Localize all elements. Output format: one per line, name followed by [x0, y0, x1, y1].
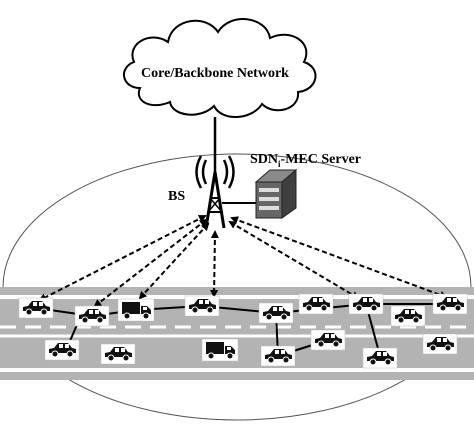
bs-vehicle-links: [38, 215, 448, 308]
car-icon: [390, 305, 426, 327]
car-icon: [310, 329, 346, 351]
car-icon: [362, 347, 398, 369]
car-icon: [258, 302, 294, 324]
bs-label: BS: [168, 189, 185, 204]
truck-icon: [117, 298, 155, 322]
link-bs-truck-1: [138, 222, 210, 300]
car-icon: [422, 333, 458, 355]
link-bs-car-3: [210, 230, 219, 298]
car-icon: [184, 295, 220, 317]
cloud-icon: [123, 18, 317, 119]
car-icon: [100, 343, 136, 365]
server-label: SDNi-MEC Server: [250, 152, 361, 169]
car-icon: [348, 293, 384, 315]
car-icon: [260, 345, 296, 367]
link-bs-car-7: [230, 216, 448, 299]
road: [0, 287, 474, 380]
car-icon: [74, 305, 110, 327]
vehicles: [18, 293, 468, 369]
truck-icon: [201, 338, 239, 362]
server-icon: [254, 168, 298, 219]
car-icon: [18, 297, 54, 319]
car-icon: [44, 339, 80, 361]
road-surface: [0, 287, 474, 380]
cell-tower-icon: [195, 152, 235, 229]
link-bs-car-6: [228, 220, 360, 300]
car-icon: [432, 293, 468, 315]
cloud-label: Core/Backbone Network: [141, 66, 289, 81]
car-icon: [298, 293, 334, 315]
